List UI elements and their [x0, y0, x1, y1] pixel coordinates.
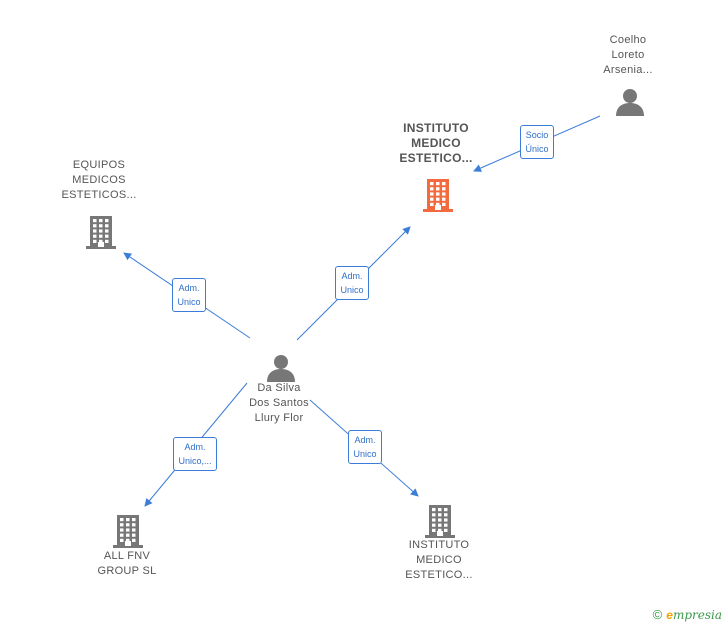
node-label-line: INSTITUTO: [403, 121, 469, 135]
brand-logo-initial: e: [666, 608, 673, 622]
node-label-line: Arsenia...: [603, 64, 653, 76]
node-label-allfnv[interactable]: ALL FNV GROUP SL: [77, 549, 177, 579]
node-label-line: GROUP SL: [97, 565, 157, 577]
edge-label-line: Adm.: [341, 271, 363, 281]
node-label-line: EQUIPOS: [72, 159, 126, 171]
node-label-instituto2[interactable]: INSTITUTO MEDICO ESTETICO...: [389, 538, 489, 583]
node-label-line: Dos Santos: [249, 397, 309, 409]
node-label-line: Coelho: [609, 34, 647, 46]
building-icon[interactable]: [112, 514, 144, 553]
node-label-line: MEDICO: [416, 554, 462, 566]
edge-label-line: Adm.: [354, 435, 376, 445]
edge-label-e2[interactable]: Adm. Unico: [172, 278, 206, 312]
copyright-symbol: ©: [652, 607, 663, 622]
node-label-line: ALL FNV: [103, 550, 151, 562]
node-label-line: MEDICOS: [72, 174, 126, 186]
node-label-line: ESTETICOS...: [61, 189, 137, 201]
person-icon[interactable]: [615, 88, 645, 121]
node-label-line: ESTETICO...: [399, 151, 473, 165]
building-icon[interactable]: [422, 178, 454, 217]
node-label-line: INSTITUTO: [408, 539, 470, 551]
node-label-line: ESTETICO...: [405, 569, 473, 581]
node-label-line: Loreto: [611, 49, 645, 61]
edge-label-e4[interactable]: Adm. Unico,...: [173, 437, 217, 471]
edge-label-line: Adm.: [184, 442, 206, 452]
edge-label-line: Adm.: [178, 283, 200, 293]
person-icon[interactable]: [266, 354, 296, 387]
edge-label-line: Unico: [353, 449, 377, 459]
footer-brand: ©empresia: [653, 607, 722, 622]
node-label-line: Da Silva: [257, 382, 301, 394]
edge-label-line: Socio: [525, 130, 549, 140]
edge-label-line: Unico: [340, 285, 364, 295]
edge-label-e3[interactable]: Adm. Unico: [335, 266, 369, 300]
building-icon[interactable]: [424, 504, 456, 543]
edge-label-line: Unico: [177, 297, 201, 307]
edge-label-line: Único: [525, 144, 549, 154]
node-label-equipos[interactable]: EQUIPOS MEDICOS ESTETICOS...: [49, 158, 149, 203]
building-icon[interactable]: [85, 215, 117, 254]
brand-logo-text: mpresia: [672, 608, 722, 622]
edge-label-line: Unico,...: [178, 456, 212, 466]
node-label-line: MEDICO: [411, 136, 461, 150]
node-label-line: Llury Flor: [254, 412, 304, 424]
edge-label-e5[interactable]: Adm. Unico: [348, 430, 382, 464]
